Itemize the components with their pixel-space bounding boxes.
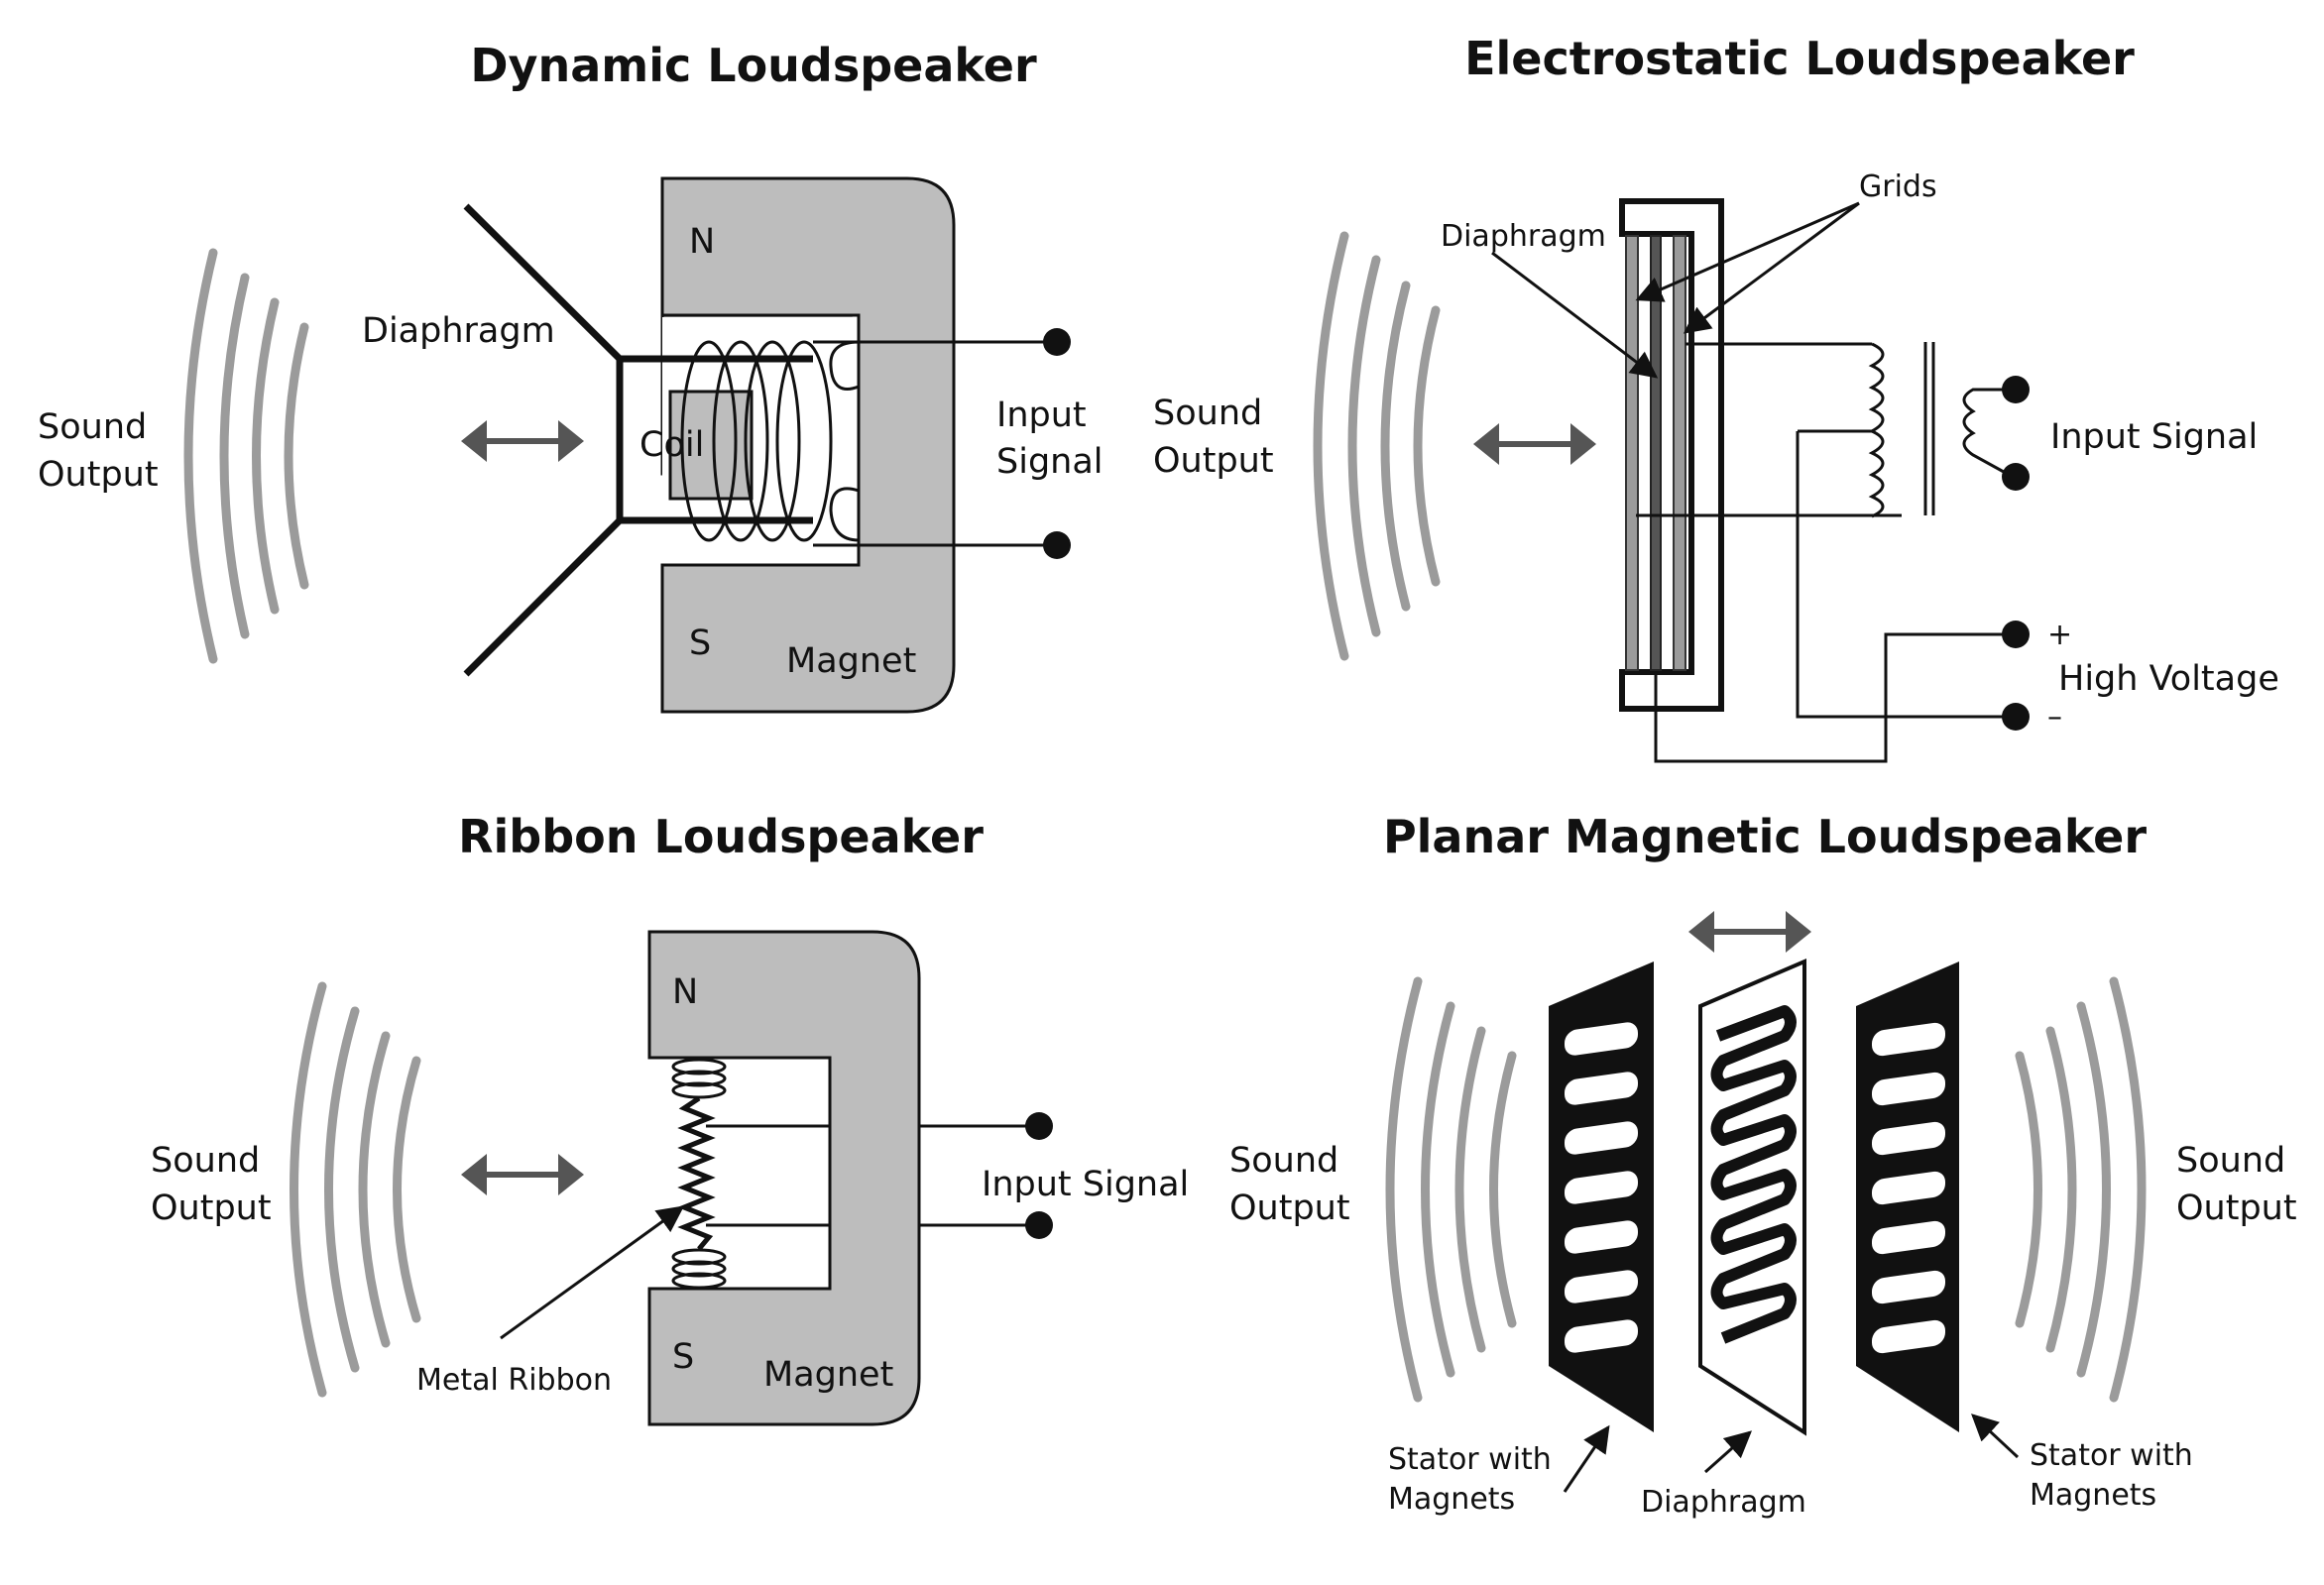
dynamic-title: Dynamic Loudspeaker [470, 39, 1037, 92]
input-terminal-top [1025, 1112, 1053, 1140]
diaphragm-cone [463, 203, 624, 677]
pole-n-label: N [689, 222, 715, 262]
motion-arrow [461, 420, 584, 462]
stator-right-line2: Magnets [2030, 1478, 2156, 1513]
diaphragm-label: Diaphragm [1641, 1485, 1806, 1520]
transformer-secondary [1962, 388, 2014, 479]
input-signal-label: Input Signal [982, 1165, 1189, 1204]
input-label-line1: Input [996, 396, 1087, 435]
motion-arrow [461, 1154, 584, 1195]
ribbon-title: Ribbon Loudspeaker [458, 810, 984, 863]
ribbon-panel: Ribbon Loudspeaker Sound Output N S Magn… [151, 810, 1189, 1426]
electrostatic-title: Electrostatic Loudspeaker [1464, 32, 2135, 85]
electrostatic-panel: Electrostatic Loudspeaker Sound Output G… [1153, 32, 2279, 763]
magnet-label: Magnet [786, 641, 916, 681]
planar-panel: Planar Magnetic Loudspeaker Sound Output… [1229, 810, 2297, 1520]
sound-output-left-line2: Output [1229, 1189, 1350, 1228]
input-signal-label: Input Signal [2050, 417, 2258, 457]
stator-right [1856, 962, 1959, 1432]
diaphragm-planar [1698, 958, 1806, 1436]
sound-waves [183, 248, 309, 664]
grid-front [1625, 235, 1639, 671]
sound-output-right-line2: Output [2176, 1189, 2297, 1228]
sound-output-line2: Output [1153, 441, 1274, 481]
coil [680, 340, 833, 542]
grid-back [1673, 235, 1686, 671]
sound-output-left-line1: Sound [1229, 1141, 1338, 1181]
diaphragm-sheet [1650, 235, 1662, 671]
metal-ribbon-label: Metal Ribbon [416, 1363, 612, 1398]
sound-waves [290, 981, 421, 1398]
sound-waves [1313, 231, 1441, 661]
stator-right-line1: Stator with [2030, 1438, 2193, 1473]
motion-arrow [1473, 423, 1596, 465]
sound-waves-left [1385, 976, 1517, 1403]
spring-top [671, 1058, 727, 1099]
sound-output-line1: Sound [151, 1141, 260, 1181]
magnet-label: Magnet [763, 1355, 893, 1395]
sound-output-line1: Sound [38, 407, 147, 447]
motion-arrow [1688, 911, 1811, 953]
hv-terminal-plus [2002, 621, 2030, 648]
input-terminal-top [2002, 376, 2030, 403]
input-terminal-top [1043, 328, 1071, 356]
high-voltage-label: High Voltage [2058, 659, 2279, 699]
plus-label: + [2047, 618, 2072, 652]
minus-label: – [2047, 700, 2062, 735]
sound-waves-right [2015, 976, 2147, 1403]
sound-output-line2: Output [151, 1189, 272, 1228]
stator-left-line1: Stator with [1388, 1442, 1552, 1477]
input-terminal-bottom [1025, 1211, 1053, 1239]
input-terminal-bottom [2002, 463, 2030, 491]
sound-output-right-line1: Sound [2176, 1141, 2285, 1181]
diaphragm-label: Diaphragm [362, 311, 555, 351]
dynamic-panel: Dynamic Loudspeaker Sound Output N S Mag… [38, 39, 1104, 714]
pole-s-label: S [689, 623, 711, 663]
stator-left [1549, 962, 1654, 1432]
planar-title: Planar Magnetic Loudspeaker [1383, 810, 2147, 863]
metal-ribbon [677, 1095, 716, 1251]
magnet [647, 930, 921, 1426]
coil-label: Coil [639, 425, 704, 465]
sound-output-line1: Sound [1153, 394, 1262, 433]
sound-output-line2: Output [38, 455, 159, 495]
spring-bottom [671, 1248, 727, 1290]
diaphragm-label: Diaphragm [1441, 219, 1606, 254]
pole-s-label: S [672, 1337, 694, 1377]
input-label-line2: Signal [996, 442, 1104, 482]
transformer-primary [1868, 342, 1885, 518]
stator-left-line2: Magnets [1388, 1482, 1515, 1517]
pole-n-label: N [672, 972, 698, 1012]
hv-terminal-minus [2002, 703, 2030, 731]
input-terminal-bottom [1043, 531, 1071, 559]
grids-label: Grids [1859, 170, 1937, 204]
